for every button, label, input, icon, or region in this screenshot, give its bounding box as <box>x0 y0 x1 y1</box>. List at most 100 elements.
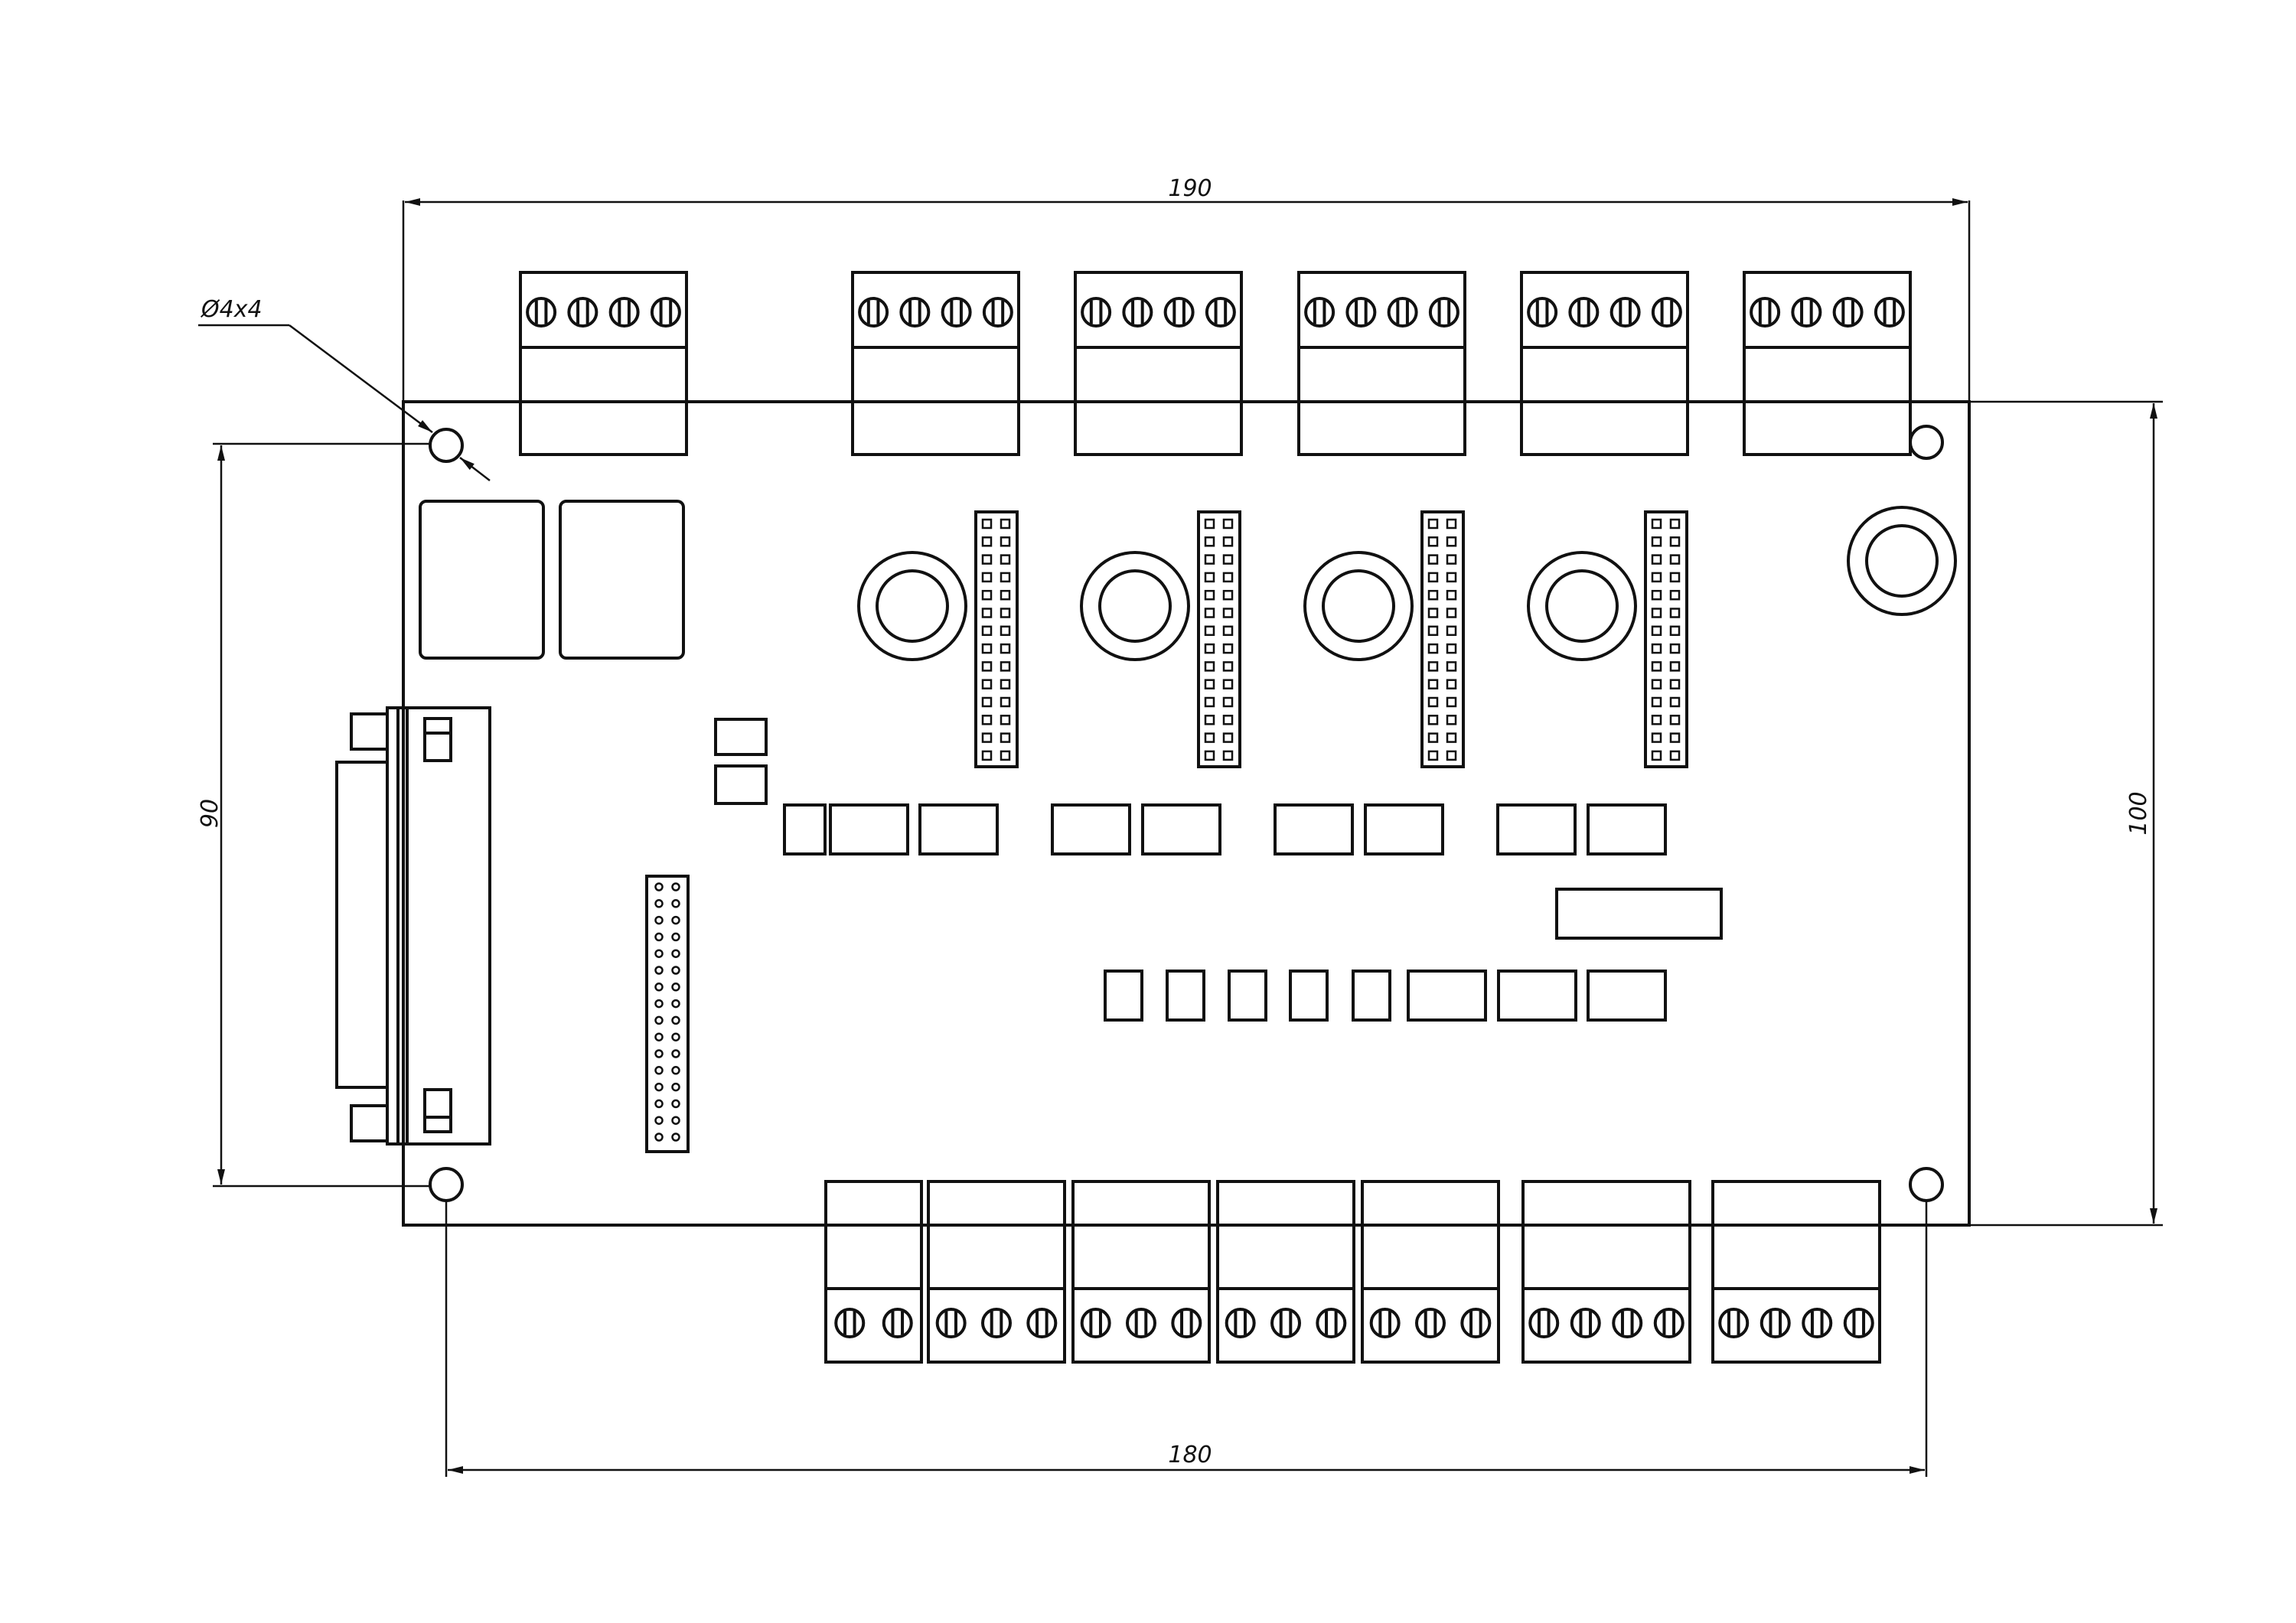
header-pin <box>1222 536 1234 547</box>
component <box>1166 970 1205 1022</box>
callout-leader <box>289 324 433 434</box>
screw-terminal-icon <box>1843 1308 1874 1338</box>
screw-terminal-icon <box>1316 1308 1347 1338</box>
screw-terminal-icon <box>1205 297 1236 328</box>
screw-terminal-icon <box>1874 297 1905 328</box>
screw-terminal-icon <box>1750 297 1781 328</box>
terminal-body <box>519 271 688 456</box>
ic-package <box>1555 888 1723 940</box>
screw-terminal-icon <box>526 297 557 328</box>
header-pin <box>1427 536 1439 547</box>
header-pin <box>1222 661 1234 672</box>
header-pin <box>1669 715 1681 725</box>
idc-pin <box>654 1066 664 1075</box>
header-pin <box>1651 536 1662 547</box>
screw-terminal-icon <box>882 1308 913 1338</box>
header-pin <box>1222 696 1234 708</box>
relay <box>419 500 545 660</box>
dim-label-180: 180 <box>1168 1442 1212 1468</box>
screw-terminal-icon <box>935 1308 967 1338</box>
header-pin <box>1204 750 1215 761</box>
idc-pin <box>671 949 680 958</box>
header-pin <box>1446 750 1457 761</box>
inductor-outer <box>857 551 967 661</box>
idc-pin <box>671 1116 680 1125</box>
idc-pin <box>654 932 664 942</box>
idc-header <box>645 875 690 1153</box>
screw-terminal-icon <box>1568 297 1600 328</box>
header-pin <box>1651 679 1662 689</box>
screw-terminal-icon <box>1415 1308 1446 1338</box>
component <box>1289 970 1329 1022</box>
idc-pin <box>671 1032 680 1041</box>
idc-pin <box>671 899 680 908</box>
header-pin <box>1204 661 1215 672</box>
component <box>1274 803 1354 855</box>
dim-label-190: 190 <box>1168 175 1212 202</box>
top-terminal-blocks <box>519 271 1912 456</box>
header-pin <box>1669 661 1681 672</box>
idc-pin <box>671 915 680 925</box>
pin-header <box>974 510 1019 768</box>
driver-stage <box>857 510 1019 768</box>
capacitor <box>1847 506 1957 616</box>
header-pin <box>1446 715 1457 725</box>
screw-terminal-icon <box>1171 1308 1202 1338</box>
header-pin <box>1204 536 1215 547</box>
idc-pin <box>654 882 664 891</box>
header-pin <box>1204 572 1215 583</box>
screw-terminal-icon <box>1080 1308 1111 1338</box>
header-pin <box>1000 536 1011 547</box>
component <box>1364 803 1444 855</box>
header-pin <box>1204 518 1215 530</box>
pin-header <box>1644 510 1688 768</box>
mounting-holes <box>429 425 1944 1202</box>
header-pin <box>1446 625 1457 637</box>
header-pin <box>1427 732 1439 743</box>
screw-terminal-icon <box>1026 1308 1058 1338</box>
header-pin <box>1669 696 1681 708</box>
idc-pin <box>671 966 680 975</box>
db25-shell <box>335 761 389 1089</box>
idc-pin <box>654 1032 664 1041</box>
terminal-body <box>1711 1180 1881 1364</box>
capacitor-inner <box>1865 524 1939 598</box>
header-pin <box>1651 732 1662 743</box>
screw-terminal-icon <box>1802 1308 1833 1338</box>
component <box>1051 803 1131 855</box>
header-pin <box>981 572 993 583</box>
idc-pin <box>654 1099 664 1109</box>
screw-terminal-icon <box>1612 1308 1643 1338</box>
idc-pin <box>671 1066 680 1075</box>
header-pin <box>1669 608 1681 618</box>
screw-terminal-icon <box>1304 297 1336 328</box>
component <box>1104 970 1143 1022</box>
driver-stage <box>1303 510 1465 768</box>
header-pin <box>1651 608 1662 618</box>
header-pin <box>1222 608 1234 618</box>
db25-connector <box>335 706 491 1146</box>
header-pin <box>1669 518 1681 530</box>
header-pin <box>1446 661 1457 672</box>
component <box>1141 803 1221 855</box>
db25-lock <box>423 1088 452 1133</box>
header-pin <box>1427 696 1439 708</box>
header-pin <box>1427 750 1439 761</box>
header-pin <box>1651 643 1662 654</box>
header-pin <box>1651 750 1662 761</box>
header-pin <box>1222 732 1234 743</box>
terminal-body <box>851 271 1020 456</box>
header-pin <box>1669 732 1681 743</box>
screw-terminal-icon <box>1081 297 1112 328</box>
header-pin <box>1000 750 1011 761</box>
header-pin <box>981 679 993 689</box>
db25-lock <box>423 717 452 762</box>
screw-terminal-icon <box>1428 297 1459 328</box>
header-pin <box>1427 589 1439 601</box>
header-pin <box>1427 643 1439 654</box>
terminal-body <box>824 1180 923 1364</box>
terminal-body <box>1743 271 1912 456</box>
small-components <box>714 718 768 805</box>
terminal-block <box>1361 1180 1500 1364</box>
smd-part <box>714 764 768 805</box>
